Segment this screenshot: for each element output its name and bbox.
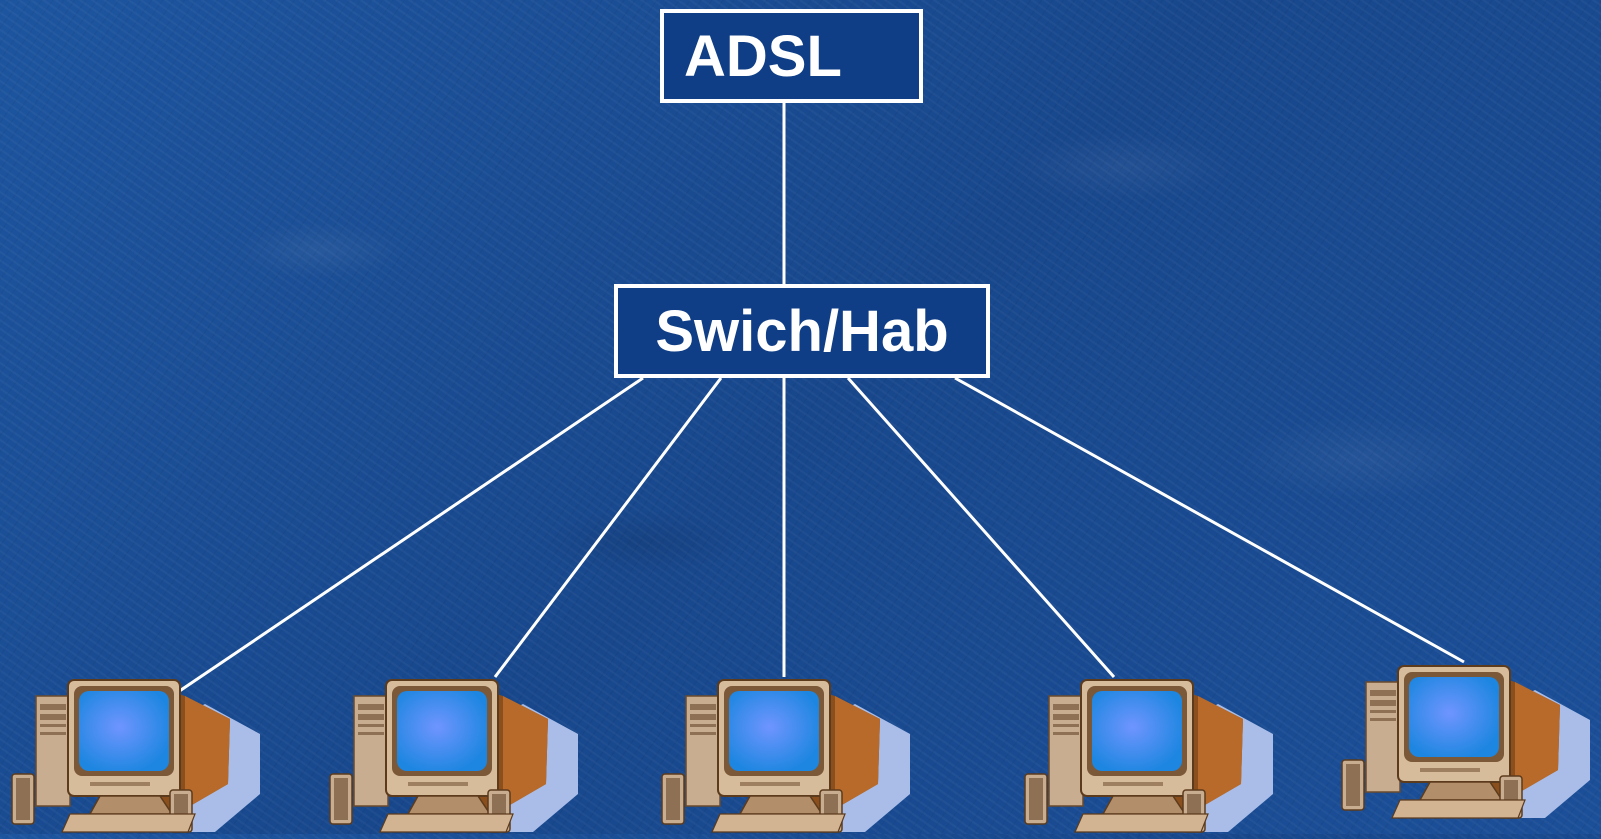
adsl-node: ADSL [660, 9, 923, 103]
adsl-label: ADSL [684, 23, 842, 89]
desktop-computer-icon [10, 674, 270, 834]
link-hub-pc-5 [954, 376, 1465, 664]
switch-hub-label: Swich/Hab [655, 298, 949, 364]
switch-hub-node: Swich/Hab [614, 284, 990, 378]
desktop-computer-icon [1340, 660, 1600, 820]
link-hub-pc-4 [846, 377, 1116, 678]
desktop-computer-icon [1023, 674, 1283, 834]
link-hub-pc-1 [177, 376, 644, 694]
desktop-computer-icon [660, 674, 920, 834]
desktop-computer-icon [328, 674, 588, 834]
link-hub-pc-2 [493, 377, 723, 678]
